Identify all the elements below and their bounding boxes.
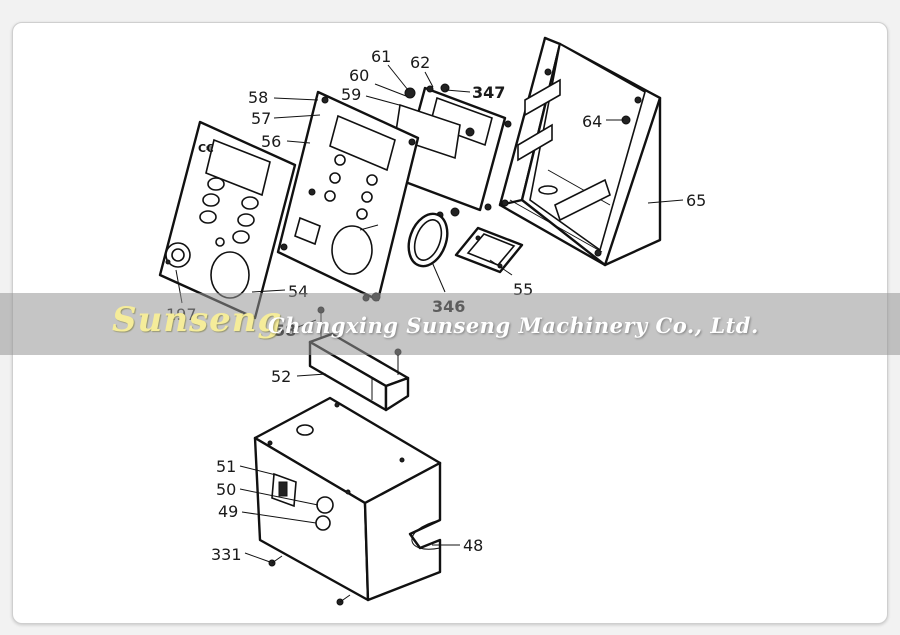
label-331: 331 bbox=[211, 545, 242, 564]
part-48-base-box bbox=[253, 396, 442, 606]
label-49: 49 bbox=[218, 502, 238, 521]
label-50: 50 bbox=[216, 480, 236, 499]
watermark-banner bbox=[0, 293, 900, 355]
label-65: 65 bbox=[686, 191, 706, 210]
leader-lines bbox=[175, 64, 684, 563]
label-48: 48 bbox=[463, 536, 483, 555]
label-60: 60 bbox=[349, 66, 369, 85]
label-61: 61 bbox=[371, 47, 391, 66]
label-56: 56 bbox=[261, 132, 281, 151]
watermark-logo: Sunseng bbox=[112, 300, 283, 340]
label-52: 52 bbox=[271, 367, 291, 386]
part-55-plate bbox=[454, 226, 524, 274]
part-62-bracket bbox=[394, 83, 512, 219]
label-347: 347 bbox=[472, 83, 505, 102]
part-65-housing bbox=[498, 36, 662, 267]
label-62: 62 bbox=[410, 53, 430, 72]
part-346-gasket bbox=[407, 212, 449, 268]
label-59: 59 bbox=[341, 85, 361, 104]
label-57: 57 bbox=[251, 109, 271, 128]
part-54-front-panel: C€ bbox=[158, 120, 297, 320]
svg-text:C€: C€ bbox=[198, 142, 214, 155]
label-64: 64 bbox=[582, 112, 602, 131]
label-51: 51 bbox=[216, 457, 236, 476]
watermark-company-name: Changxing Sunseng Machinery Co., Ltd. bbox=[268, 313, 759, 338]
label-58-upper: 58 bbox=[248, 88, 268, 107]
